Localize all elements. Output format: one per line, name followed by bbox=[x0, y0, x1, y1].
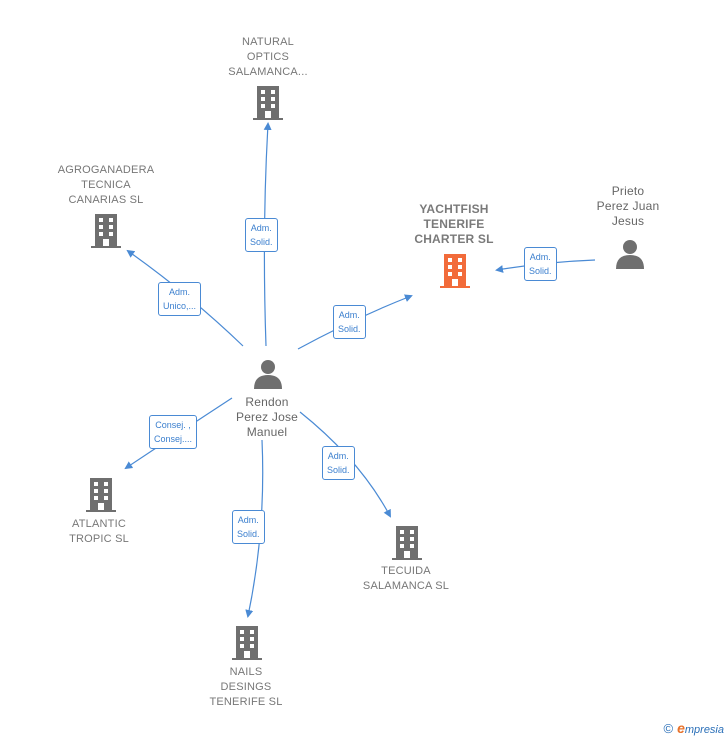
edge-label-to-nails[interactable]: Adm.Solid. bbox=[232, 510, 265, 544]
brand-name: mpresia bbox=[684, 724, 724, 736]
building-icon-atlantic bbox=[86, 478, 116, 512]
person-icon-rendon bbox=[254, 360, 282, 389]
building-icon-tecuida bbox=[392, 526, 422, 560]
edge-label-to-natural[interactable]: Adm.Solid. bbox=[245, 218, 278, 252]
edge-label-to-atlantic[interactable]: Consej. ,Consej.... bbox=[149, 415, 198, 449]
edge-label-to-yacht[interactable]: Adm.Solid. bbox=[333, 305, 366, 339]
building-icon-agro bbox=[91, 214, 121, 248]
edge-label-to-tecuida[interactable]: Adm.Solid. bbox=[322, 446, 355, 480]
footer-brand[interactable]: ©empresia bbox=[663, 720, 724, 736]
brand-initial: e bbox=[677, 720, 685, 736]
copyright-icon: © bbox=[663, 721, 674, 736]
building-icon-nails bbox=[232, 626, 262, 660]
person-icon-prieto bbox=[616, 240, 644, 269]
building-icon-yacht bbox=[440, 254, 470, 288]
building-icon-natural bbox=[253, 86, 283, 120]
edge-label-prieto-yacht[interactable]: Adm.Solid. bbox=[524, 247, 557, 281]
edge-label-to-agro[interactable]: Adm.Unico,... bbox=[158, 282, 202, 316]
